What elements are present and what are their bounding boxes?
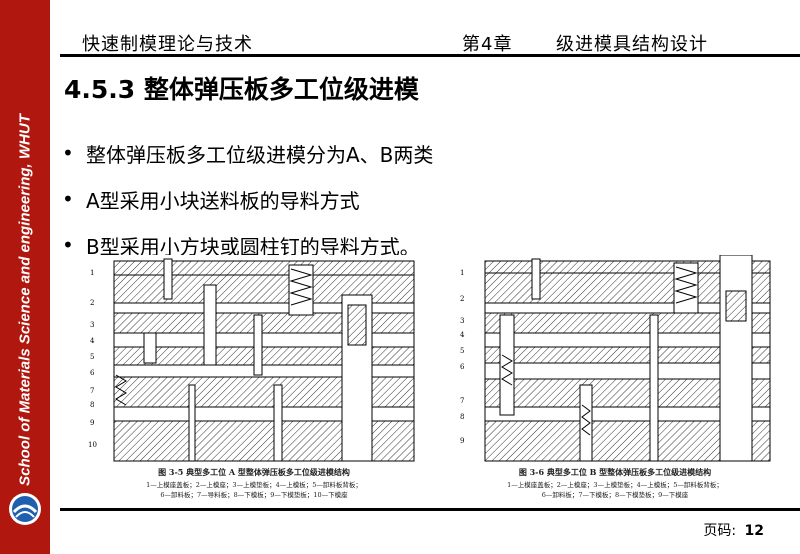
bullet-list: • 整体弹压板多工位级进模分为A、B两类 • A型采用小块送料板的导料方式 • B型采…	[62, 130, 433, 268]
bullet-dot-icon: •	[62, 233, 74, 257]
figure-a-illustration	[113, 258, 415, 462]
figure-b-legend-line2: 6—卸料板；7—下模板；8—下模垫板；9—下模座	[541, 491, 689, 499]
part-label: 9	[90, 419, 95, 427]
sidebar: School of Materials Science and engineer…	[0, 0, 50, 554]
header-course-title: 快速制模理论与技术	[82, 34, 253, 55]
bullet-text: B型采用小方块或圆柱钉的导料方式。	[86, 234, 420, 259]
sidebar-school-text: School of Materials Science and engineer…	[16, 114, 34, 486]
bullet-text: A型采用小块送料板的导料方式	[86, 188, 360, 213]
part-label: 3	[460, 317, 465, 325]
part-label: 6	[460, 363, 465, 371]
bullet-item: • 整体弹压板多工位级进模分为A、B两类	[62, 130, 433, 176]
part-label: 6	[90, 369, 95, 377]
bullet-text: 整体弹压板多工位级进模分为A、B两类	[86, 142, 434, 167]
figure-a-legend-line2: 6—卸料板；7—导料板；8—下模板；9—下模垫板；10—下模座	[160, 491, 348, 499]
figure-b-caption: 图 3-6 典型多工位 B 型整体弹压板多工位级进模结构	[518, 467, 712, 477]
bullet-item: • A型采用小块送料板的导料方式	[62, 176, 433, 222]
page-number: 页码: 12	[703, 520, 764, 540]
part-label: 1	[90, 269, 95, 277]
figure-a-part-labels: 1 2 3 4 5 6 7 8 9 10	[84, 255, 114, 465]
part-label: 7	[460, 397, 465, 405]
part-label: 9	[460, 437, 465, 445]
figure-a-die-drawing: 1 2 3 4 5 6 7 8 9 10 图 3-5 典型多工位 A 型整体弹压…	[84, 255, 424, 500]
bullet-dot-icon: •	[62, 141, 74, 165]
page-label: 页码:	[703, 523, 737, 539]
university-logo-icon	[9, 493, 41, 525]
part-label: 3	[90, 321, 95, 329]
part-label: 5	[90, 353, 95, 361]
figure-a-caption: 图 3-5 典型多工位 A 型整体弹压板多工位级进模结构	[158, 467, 350, 477]
figure-b-illustration	[484, 255, 771, 462]
part-label: 2	[90, 299, 95, 307]
part-label: 8	[90, 401, 95, 409]
part-label: 4	[90, 337, 95, 345]
figure-b-part-labels: 1 2 3 4 5 6 7 8 9	[450, 255, 482, 465]
page-number-value: 12	[744, 523, 764, 539]
figure-b-legend-line1: 1—上模座盖板；2—上模座；3—上模垫板；4—上模板；5—卸料板背板；	[507, 481, 723, 489]
part-label: 7	[90, 387, 95, 395]
part-label: 5	[460, 347, 465, 355]
part-label: 4	[460, 331, 465, 339]
footer-divider	[60, 508, 800, 511]
bullet-dot-icon: •	[62, 187, 74, 211]
part-label: 1	[460, 269, 465, 277]
part-label: 8	[460, 413, 465, 421]
section-title: 4.5.3 整体弹压板多工位级进模	[64, 75, 419, 104]
header-chapter: 第4章	[462, 34, 513, 55]
header-chapter-title: 级进模具结构设计	[556, 34, 708, 55]
header-divider	[60, 54, 800, 57]
part-label: 10	[88, 441, 97, 449]
bullet-item: • B型采用小方块或圆柱钉的导料方式。	[62, 222, 433, 268]
figure-b-die-drawing: 1 2 3 4 5 6 7 8 9 图 3-6 典型多工位 B 型整体弹压板多工…	[450, 255, 780, 500]
part-label: 2	[460, 295, 465, 303]
figure-a-legend-line1: 1—上模座盖板；2—上模座；3—上模垫板；4—上模板；5—卸料板背板；	[146, 481, 362, 489]
